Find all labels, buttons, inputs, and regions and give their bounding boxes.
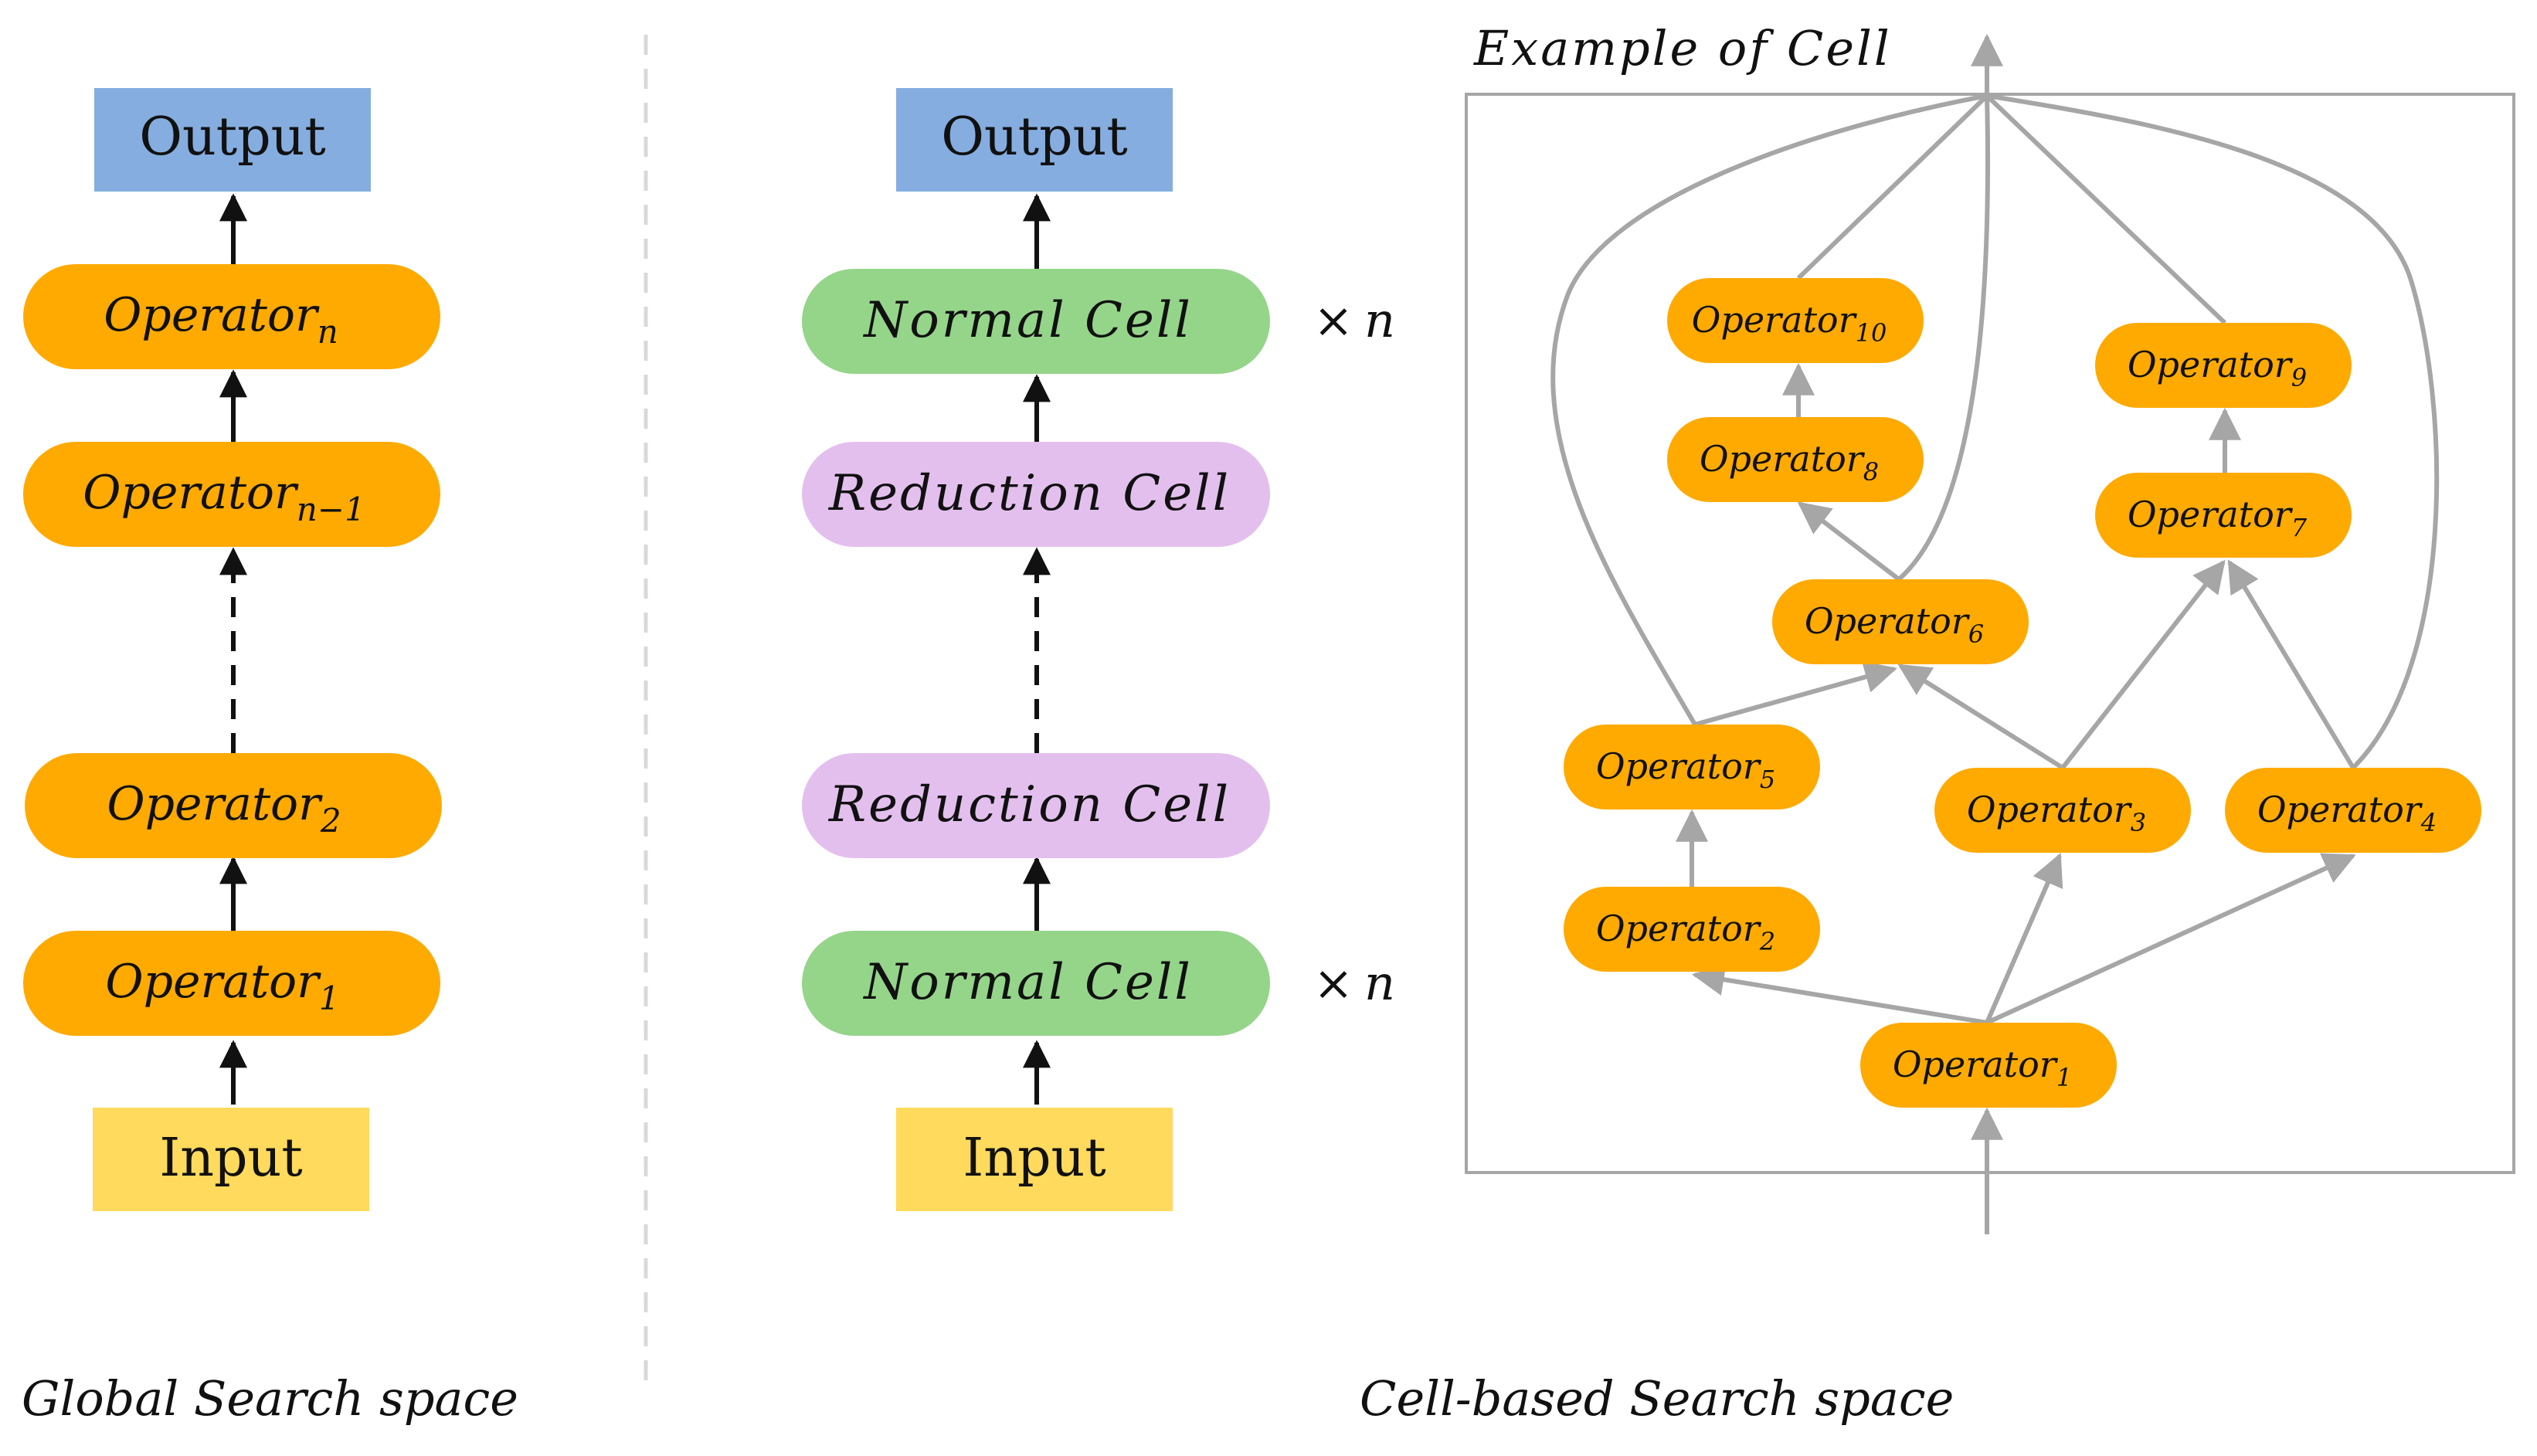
global-operator-2-label: Operator2 [107,777,341,840]
global-operator-1-label: Operator1 [105,955,339,1017]
cell-input-label: Input [963,1128,1105,1189]
cell-op9 [2095,323,2352,408]
cell-op1 [1860,1023,2117,1108]
global-output-box [94,88,371,192]
cell-op10-label: Operator10 [1692,299,1887,348]
edge-op1-to-op2 [1691,963,1988,1025]
cell-op2 [1564,887,1820,972]
global-output-label: Output [139,107,326,168]
edge-op6-to-hub [1897,95,1991,582]
global-operator-2 [25,753,442,858]
edge-op9-to-hub [1985,93,2227,325]
edge-op1-to-op3 [1985,853,2063,1024]
cell-op5-label: Operator5 [1596,745,1775,794]
global-operator-n-minus-1-label: Operatorn−1 [83,466,365,528]
cell-op9-label: Operator9 [2128,344,2307,392]
repeat-n-bottom: ×n [1313,955,1395,1011]
global-operator-1 [23,931,440,1036]
reduction-cell-top [802,442,1270,547]
edge-op4-to-op7 [2227,559,2355,769]
cell-op10 [1667,278,1924,363]
edge-op5-to-op6 [1694,660,1898,727]
global-operator-n [23,264,440,369]
global-operator-n-minus-1 [23,442,440,547]
cell-op7 [2095,473,2352,558]
normal-cell-top-label: Normal Cell [862,292,1193,349]
cell-op3 [1934,768,2191,853]
cell-op3-label: Operator3 [1967,789,2146,837]
edge-op6-to-op8 [1797,501,1900,582]
edge-op5-to-hub [1550,93,1988,726]
cell-input-box [896,1108,1173,1211]
edge-op3-to-op7 [2060,559,2226,769]
cell-op6 [1772,579,2029,664]
cell-edges [1550,33,2440,1234]
reduction-cell-top-label: Reduction Cell [828,465,1231,522]
global-search-space: Output Operatorn Operatorn−1 Operator2 O… [22,88,518,1427]
cell-op7-label: Operator7 [2128,494,2308,542]
normal-cell-top [802,269,1270,374]
cell-op1-label: Operator1 [1893,1044,2072,1092]
edge-op10-to-hub [1796,93,1989,280]
global-caption: Global Search space [22,1370,518,1427]
cell-op6-label: Operator6 [1805,600,1984,649]
global-input-label: Input [159,1128,302,1189]
cell-op5 [1564,725,1820,809]
normal-cell-bottom [802,931,1270,1036]
cell-operator-nodes: Operator1 Operator2 Operator3 Operator4 … [1564,278,2481,1108]
cell-based-search-space: Output Normal Cell Reduction Cell Reduct… [802,88,1954,1427]
reduction-cell-bottom [802,753,1270,858]
normal-cell-bottom-label: Normal Cell [862,954,1193,1011]
global-input-box [93,1108,369,1211]
global-operator-n-label: Operatorn [104,288,338,351]
edge-op1-to-op4 [1985,853,2356,1025]
cell-op2-label: Operator2 [1596,908,1775,956]
repeat-n-top: ×n [1313,292,1395,348]
cell-op4 [2225,768,2481,853]
edge-op4-to-hub [1986,93,2440,770]
cell-op8-label: Operator8 [1700,438,1879,487]
edge-op3-to-op6 [1897,664,2064,770]
cell-op8 [1667,417,1924,502]
reduction-cell-bottom-label: Reduction Cell [828,776,1231,833]
example-cell: Example of Cell [1465,20,2515,1234]
cell-caption: Cell-based Search space [1360,1370,1954,1427]
cell-op4-label: Operator4 [2257,789,2437,837]
cell-output-label: Output [941,107,1128,168]
cell-output-box [896,88,1173,192]
example-cell-title: Example of Cell [1473,20,1892,76]
